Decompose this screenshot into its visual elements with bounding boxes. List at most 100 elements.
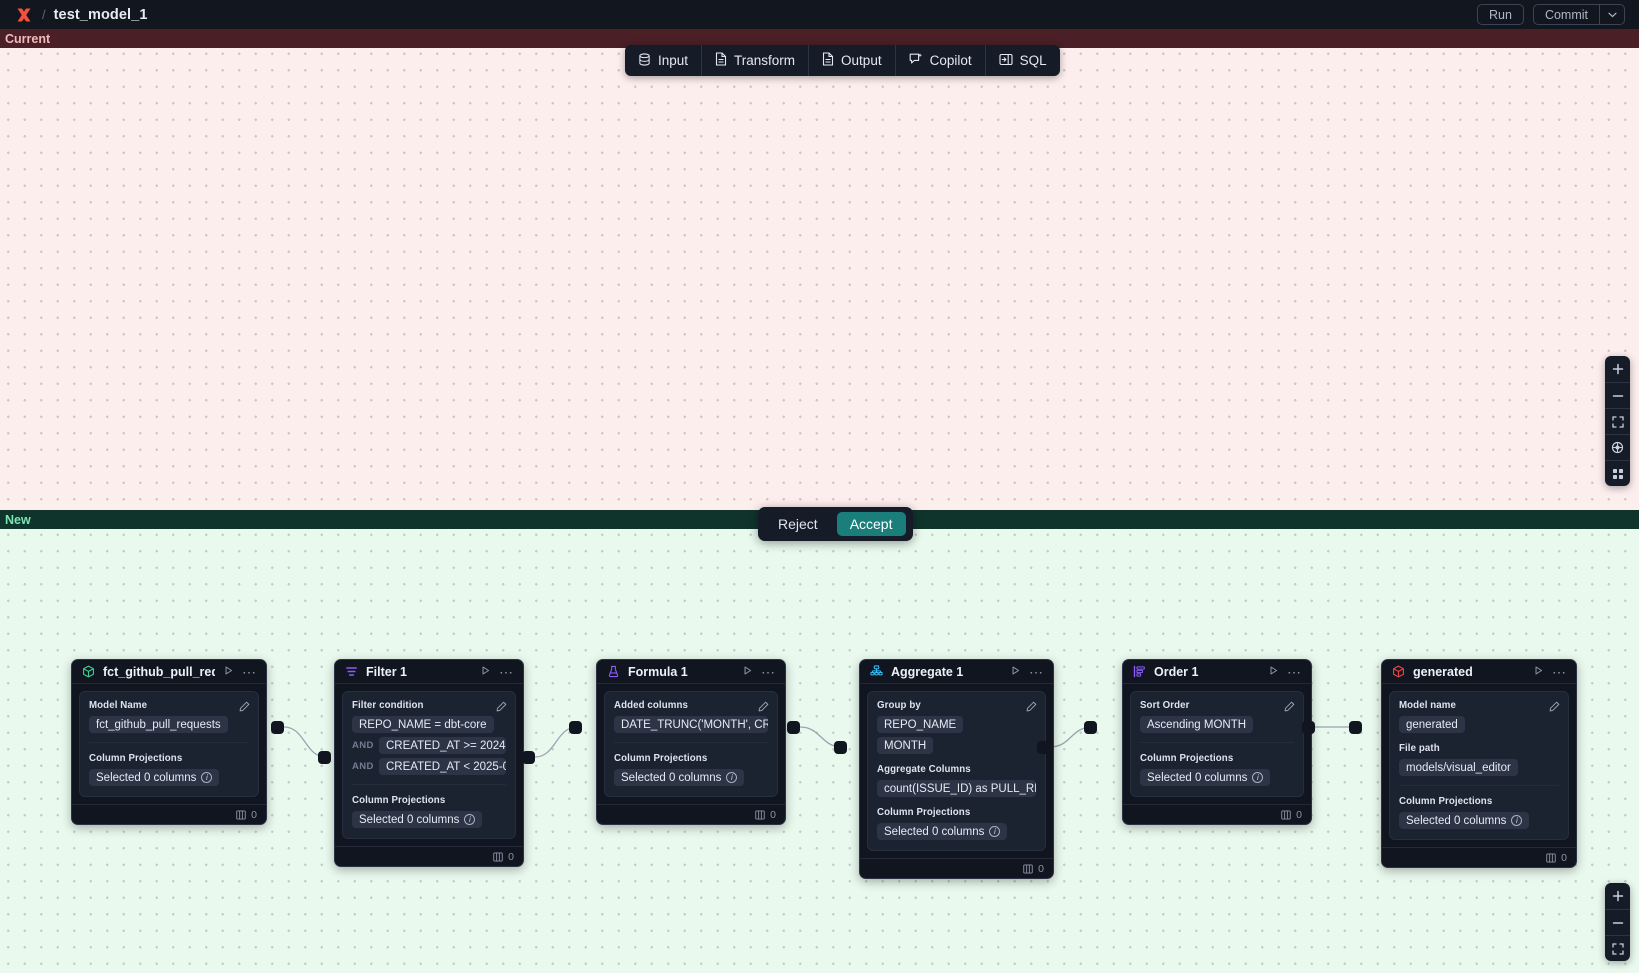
- value-chip[interactable]: REPO_NAME: [877, 716, 964, 733]
- more-horizontal-icon[interactable]: ⋯: [1029, 663, 1044, 680]
- value-chip[interactable]: Ascending MONTH: [1140, 716, 1254, 733]
- canvas-zoom-controls-new[interactable]: [1605, 883, 1630, 961]
- field-label: Model name: [1399, 700, 1456, 711]
- node-header[interactable]: Order 1⋯: [1123, 660, 1311, 684]
- node-connector-handle[interactable]: [787, 721, 800, 734]
- node-header[interactable]: Formula 1 ⋯: [597, 660, 785, 684]
- accept-button[interactable]: Accept: [836, 512, 906, 536]
- value-chip[interactable]: MONTH: [877, 737, 934, 754]
- stack-icon: [1023, 863, 1033, 874]
- pencil-icon[interactable]: [758, 699, 769, 717]
- info-icon[interactable]: i: [989, 826, 1001, 837]
- pencil-icon[interactable]: [1026, 699, 1037, 717]
- node-connector-handle[interactable]: [318, 751, 331, 764]
- zoom-out-button[interactable]: [1605, 909, 1630, 935]
- chevron-down-icon[interactable]: [1599, 5, 1624, 24]
- more-horizontal-icon[interactable]: ⋯: [1552, 663, 1567, 680]
- commit-button[interactable]: Commit: [1544, 7, 1588, 22]
- node-header[interactable]: generated⋯: [1382, 660, 1576, 684]
- fit-screen-icon[interactable]: [1605, 408, 1630, 434]
- grid-icon[interactable]: [1605, 460, 1630, 486]
- reject-button[interactable]: Reject: [778, 516, 818, 532]
- value-chip[interactable]: generated: [1399, 716, 1465, 733]
- node-connector-handle[interactable]: [569, 721, 582, 734]
- node-footer: 0: [1123, 804, 1311, 824]
- chip-row: Selected 0 columns i: [352, 811, 506, 828]
- chip-row: models/visual_editor: [1399, 759, 1559, 776]
- value-chip-text: MONTH: [884, 739, 927, 752]
- value-chip[interactable]: count(ISSUE_ID) as PULL_REQUEST_…: [877, 780, 1036, 797]
- node-connector-handle[interactable]: [522, 751, 535, 764]
- node-connector-handle[interactable]: [1349, 721, 1362, 734]
- node-connector-handle[interactable]: [1037, 741, 1050, 754]
- logo-x-icon[interactable]: [14, 5, 34, 25]
- zoom-in-button[interactable]: [1605, 883, 1630, 909]
- value-chip[interactable]: CREATED_AT < 2025-03-01: [379, 758, 506, 775]
- toolbar-item-output[interactable]: Output: [808, 45, 895, 76]
- node-header[interactable]: Aggregate 1⋯: [860, 660, 1053, 684]
- pencil-icon[interactable]: [496, 699, 507, 717]
- pencil-icon[interactable]: [1549, 699, 1560, 717]
- toolbar-item-transform[interactable]: Transform: [701, 45, 808, 76]
- zoom-in-button[interactable]: [1605, 356, 1630, 382]
- canvas-zoom-controls-current[interactable]: [1605, 356, 1630, 486]
- play-icon[interactable]: [742, 663, 753, 681]
- play-icon[interactable]: [1010, 663, 1021, 681]
- value-chip[interactable]: CREATED_AT >= 2024-12-01: [379, 737, 506, 754]
- more-horizontal-icon[interactable]: ⋯: [761, 663, 776, 680]
- more-horizontal-icon[interactable]: ⋯: [242, 663, 257, 680]
- value-chip[interactable]: Selected 0 columns i: [352, 811, 483, 828]
- info-icon[interactable]: i: [726, 772, 738, 783]
- zoom-out-button[interactable]: [1605, 382, 1630, 408]
- section-divider: [614, 742, 768, 743]
- pencil-icon[interactable]: [1284, 699, 1295, 717]
- node-header[interactable]: Filter 1⋯: [335, 660, 523, 684]
- node-connector-handle[interactable]: [1084, 721, 1097, 734]
- commit-button-group[interactable]: Commit: [1532, 4, 1625, 25]
- value-chip[interactable]: models/visual_editor: [1399, 759, 1518, 776]
- info-icon[interactable]: i: [201, 772, 213, 783]
- pipeline-node-source[interactable]: fct_github_pull_requests⋯Model Namefct_g…: [71, 659, 267, 825]
- play-icon[interactable]: [223, 663, 234, 681]
- info-icon[interactable]: i: [1511, 815, 1523, 826]
- play-icon[interactable]: [1268, 663, 1279, 681]
- info-icon[interactable]: i: [464, 814, 476, 825]
- lock-focus-icon[interactable]: [1605, 434, 1630, 460]
- new-version-pane[interactable]: New: [0, 510, 1639, 973]
- play-icon[interactable]: [480, 663, 491, 681]
- value-chip[interactable]: DATE_TRUNC('MONTH', CREATED_AT…: [614, 716, 768, 733]
- toolbar-item-sql[interactable]: SQL: [984, 45, 1060, 76]
- fit-screen-icon[interactable]: [1605, 935, 1630, 961]
- value-chip[interactable]: REPO_NAME = dbt-core: [352, 716, 494, 733]
- node-header[interactable]: fct_github_pull_requests⋯: [72, 660, 266, 684]
- current-version-pane[interactable]: Current: [0, 29, 1639, 510]
- value-chip-text: Selected 0 columns: [359, 813, 460, 826]
- node-connector-handle[interactable]: [271, 721, 284, 734]
- diff-decision-bar[interactable]: Reject Accept: [758, 507, 913, 541]
- pencil-icon[interactable]: [239, 699, 250, 717]
- node-footer: 0: [72, 804, 266, 824]
- node-palette-toolbar[interactable]: Input Transform Output Copilot SQL: [625, 45, 1060, 76]
- play-icon[interactable]: [1533, 663, 1544, 681]
- node-connector-handle[interactable]: [1302, 721, 1315, 734]
- node-title: Formula 1: [628, 664, 688, 679]
- toolbar-item-input[interactable]: Input: [625, 45, 701, 76]
- value-chip[interactable]: fct_github_pull_requests: [89, 716, 228, 733]
- node-connector-handle[interactable]: [834, 741, 847, 754]
- info-icon[interactable]: i: [1252, 772, 1264, 783]
- more-horizontal-icon[interactable]: ⋯: [1287, 663, 1302, 680]
- more-horizontal-icon[interactable]: ⋯: [499, 663, 514, 680]
- run-button[interactable]: Run: [1477, 4, 1524, 25]
- toolbar-item-copilot[interactable]: Copilot: [894, 45, 985, 76]
